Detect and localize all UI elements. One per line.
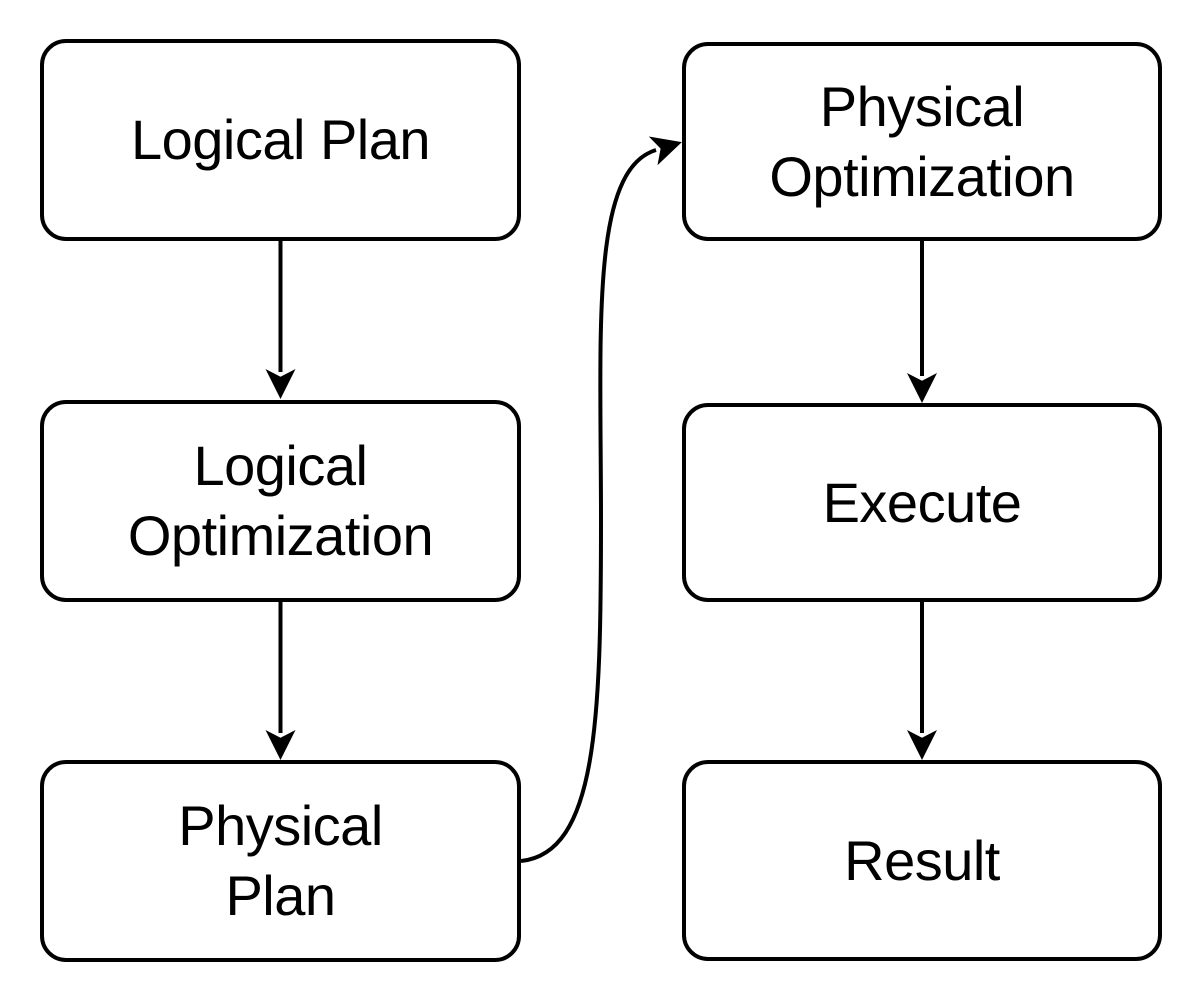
node-execute: Execute: [682, 403, 1162, 602]
node-result-label: Result: [844, 828, 1000, 892]
node-logical-optimization: Logical Optimization: [40, 400, 521, 602]
node-logical-optimization-label: Logical Optimization: [127, 434, 434, 567]
node-execute-label: Execute: [822, 470, 1022, 534]
node-physical-optimization: Physical Optimization: [682, 42, 1162, 241]
node-physical-plan-label: Physical Plan: [178, 794, 383, 927]
node-physical-optimization-label: Physical Optimization: [769, 74, 1075, 208]
node-logical-plan: Logical Plan: [40, 39, 521, 241]
node-result: Result: [682, 760, 1162, 961]
node-logical-plan-label: Logical Plan: [130, 108, 431, 171]
edge-physical-plan-to-physical-optimization: [520, 136, 682, 863]
node-physical-plan: Physical Plan: [40, 760, 521, 962]
